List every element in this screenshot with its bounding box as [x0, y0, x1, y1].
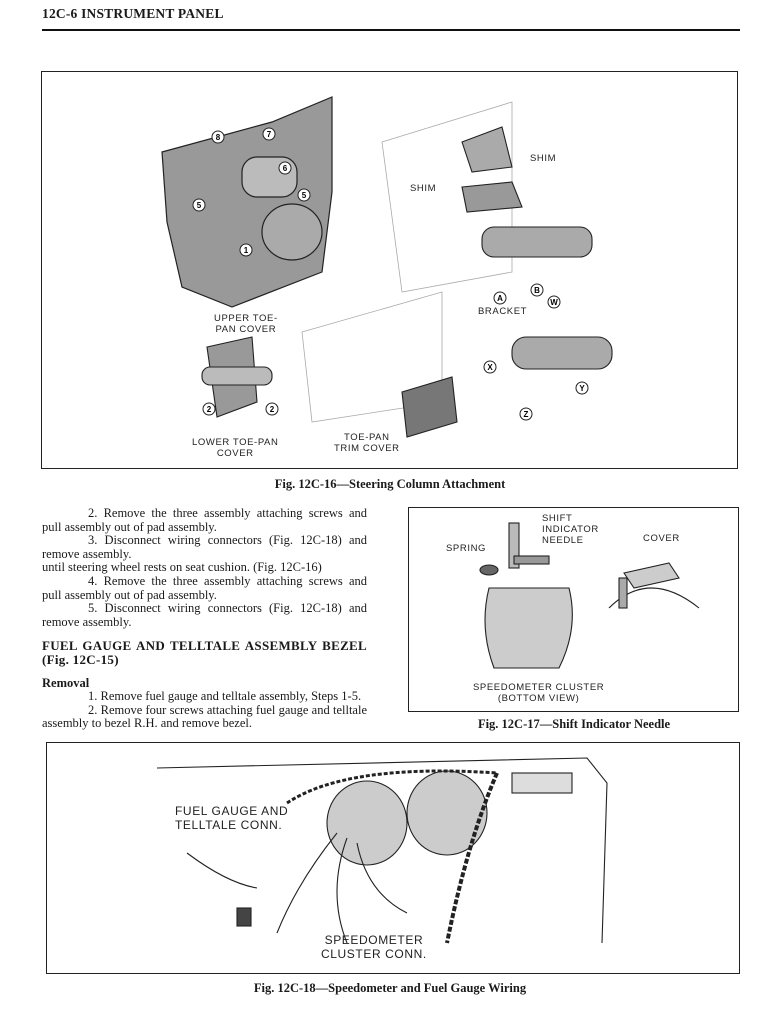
section-heading: FUEL GAUGE AND TELLTALE ASSEMBLY BEZEL (…: [42, 638, 367, 667]
callout-label: 8: [216, 133, 221, 142]
shift-indicator-illustration: [479, 522, 700, 669]
label-shift-indicator-needle: SHIFT INDICATOR NEEDLE: [542, 513, 599, 546]
callout-label: 2: [270, 405, 275, 414]
subheading: Removal: [42, 675, 90, 690]
step: 2. Remove four screws attaching fuel gau…: [42, 702, 367, 731]
label-cover: COVER: [643, 533, 680, 544]
label-shim-left: SHIM: [410, 183, 437, 194]
callout-label: A: [497, 294, 503, 303]
step: 1. Remove fuel gauge and telltale assemb…: [88, 689, 362, 704]
callout-label: 6: [283, 164, 288, 173]
callout-label: 2: [207, 405, 212, 414]
page-header: 12C-6 INSTRUMENT PANEL: [42, 6, 224, 21]
figure-caption-17: Fig. 12C-17—Shift Indicator Needle: [477, 717, 671, 731]
steering-column-illustration: 8 7 6 5 5 1 2 2 A B W X Y Z: [161, 96, 613, 438]
label-lower-toe-pan-cover: LOWER TOE-PAN COVER: [192, 437, 279, 459]
figure-shift-indicator: SHIFT INDICATOR NEEDLE SPRING COVER SPEE…: [408, 507, 739, 712]
callout-label: 1: [244, 246, 249, 255]
label-bracket: BRACKET: [478, 306, 528, 317]
callout-label: 5: [197, 201, 202, 210]
figure-steering-column: 8 7 6 5 5 1 2 2 A B W X Y Z SHIM SHIM BRACKET UPPER T…: [41, 71, 738, 469]
callout-label: 7: [267, 130, 272, 139]
wiring-illustration: [156, 757, 608, 944]
label-shim-right: SHIM: [530, 153, 557, 164]
header-rule: [42, 29, 740, 31]
paragraph: 5. Disconnect wiring connectors (Fig. 12…: [42, 601, 367, 629]
callout-label: W: [550, 298, 558, 307]
figure-caption-18: Fig. 12C-18—Speedometer and Fuel Gauge W…: [253, 981, 527, 995]
callout-label: X: [487, 363, 493, 372]
label-speedometer-cluster-conn: SPEEDOMETER CLUSTER CONN.: [321, 933, 427, 961]
body-text: 2. Remove the three assembly attaching s…: [42, 506, 367, 731]
callout-label: Z: [524, 410, 529, 419]
label-toe-pan-trim-cover: TOE-PAN TRIM COVER: [334, 432, 400, 454]
callout-label: B: [534, 286, 540, 295]
paragraph: 2. Remove the three assembly attaching s…: [42, 506, 367, 534]
label-fuel-gauge-telltale-conn: FUEL GAUGE AND TELLTALE CONN.: [175, 804, 289, 832]
paragraph: 3. Disconnect wiring connectors (Fig. 12…: [42, 533, 367, 561]
label-spring: SPRING: [446, 543, 487, 554]
label-upper-toe-pan-cover: UPPER TOE- PAN COVER: [214, 313, 278, 335]
callout-label: 5: [302, 191, 307, 200]
figure-caption-16: Fig. 12C-16—Steering Column Attachment: [274, 477, 506, 491]
label-speedometer-cluster: SPEEDOMETER CLUSTER (BOTTOM VIEW): [473, 682, 605, 704]
figure-wiring: FUEL GAUGE AND TELLTALE CONN. SPEEDOMETE…: [46, 742, 740, 974]
paragraph: until steering wheel rests on seat cushi…: [42, 560, 322, 575]
callout-label: Y: [579, 384, 585, 393]
paragraph: 4. Remove the three assembly attaching s…: [42, 573, 367, 602]
